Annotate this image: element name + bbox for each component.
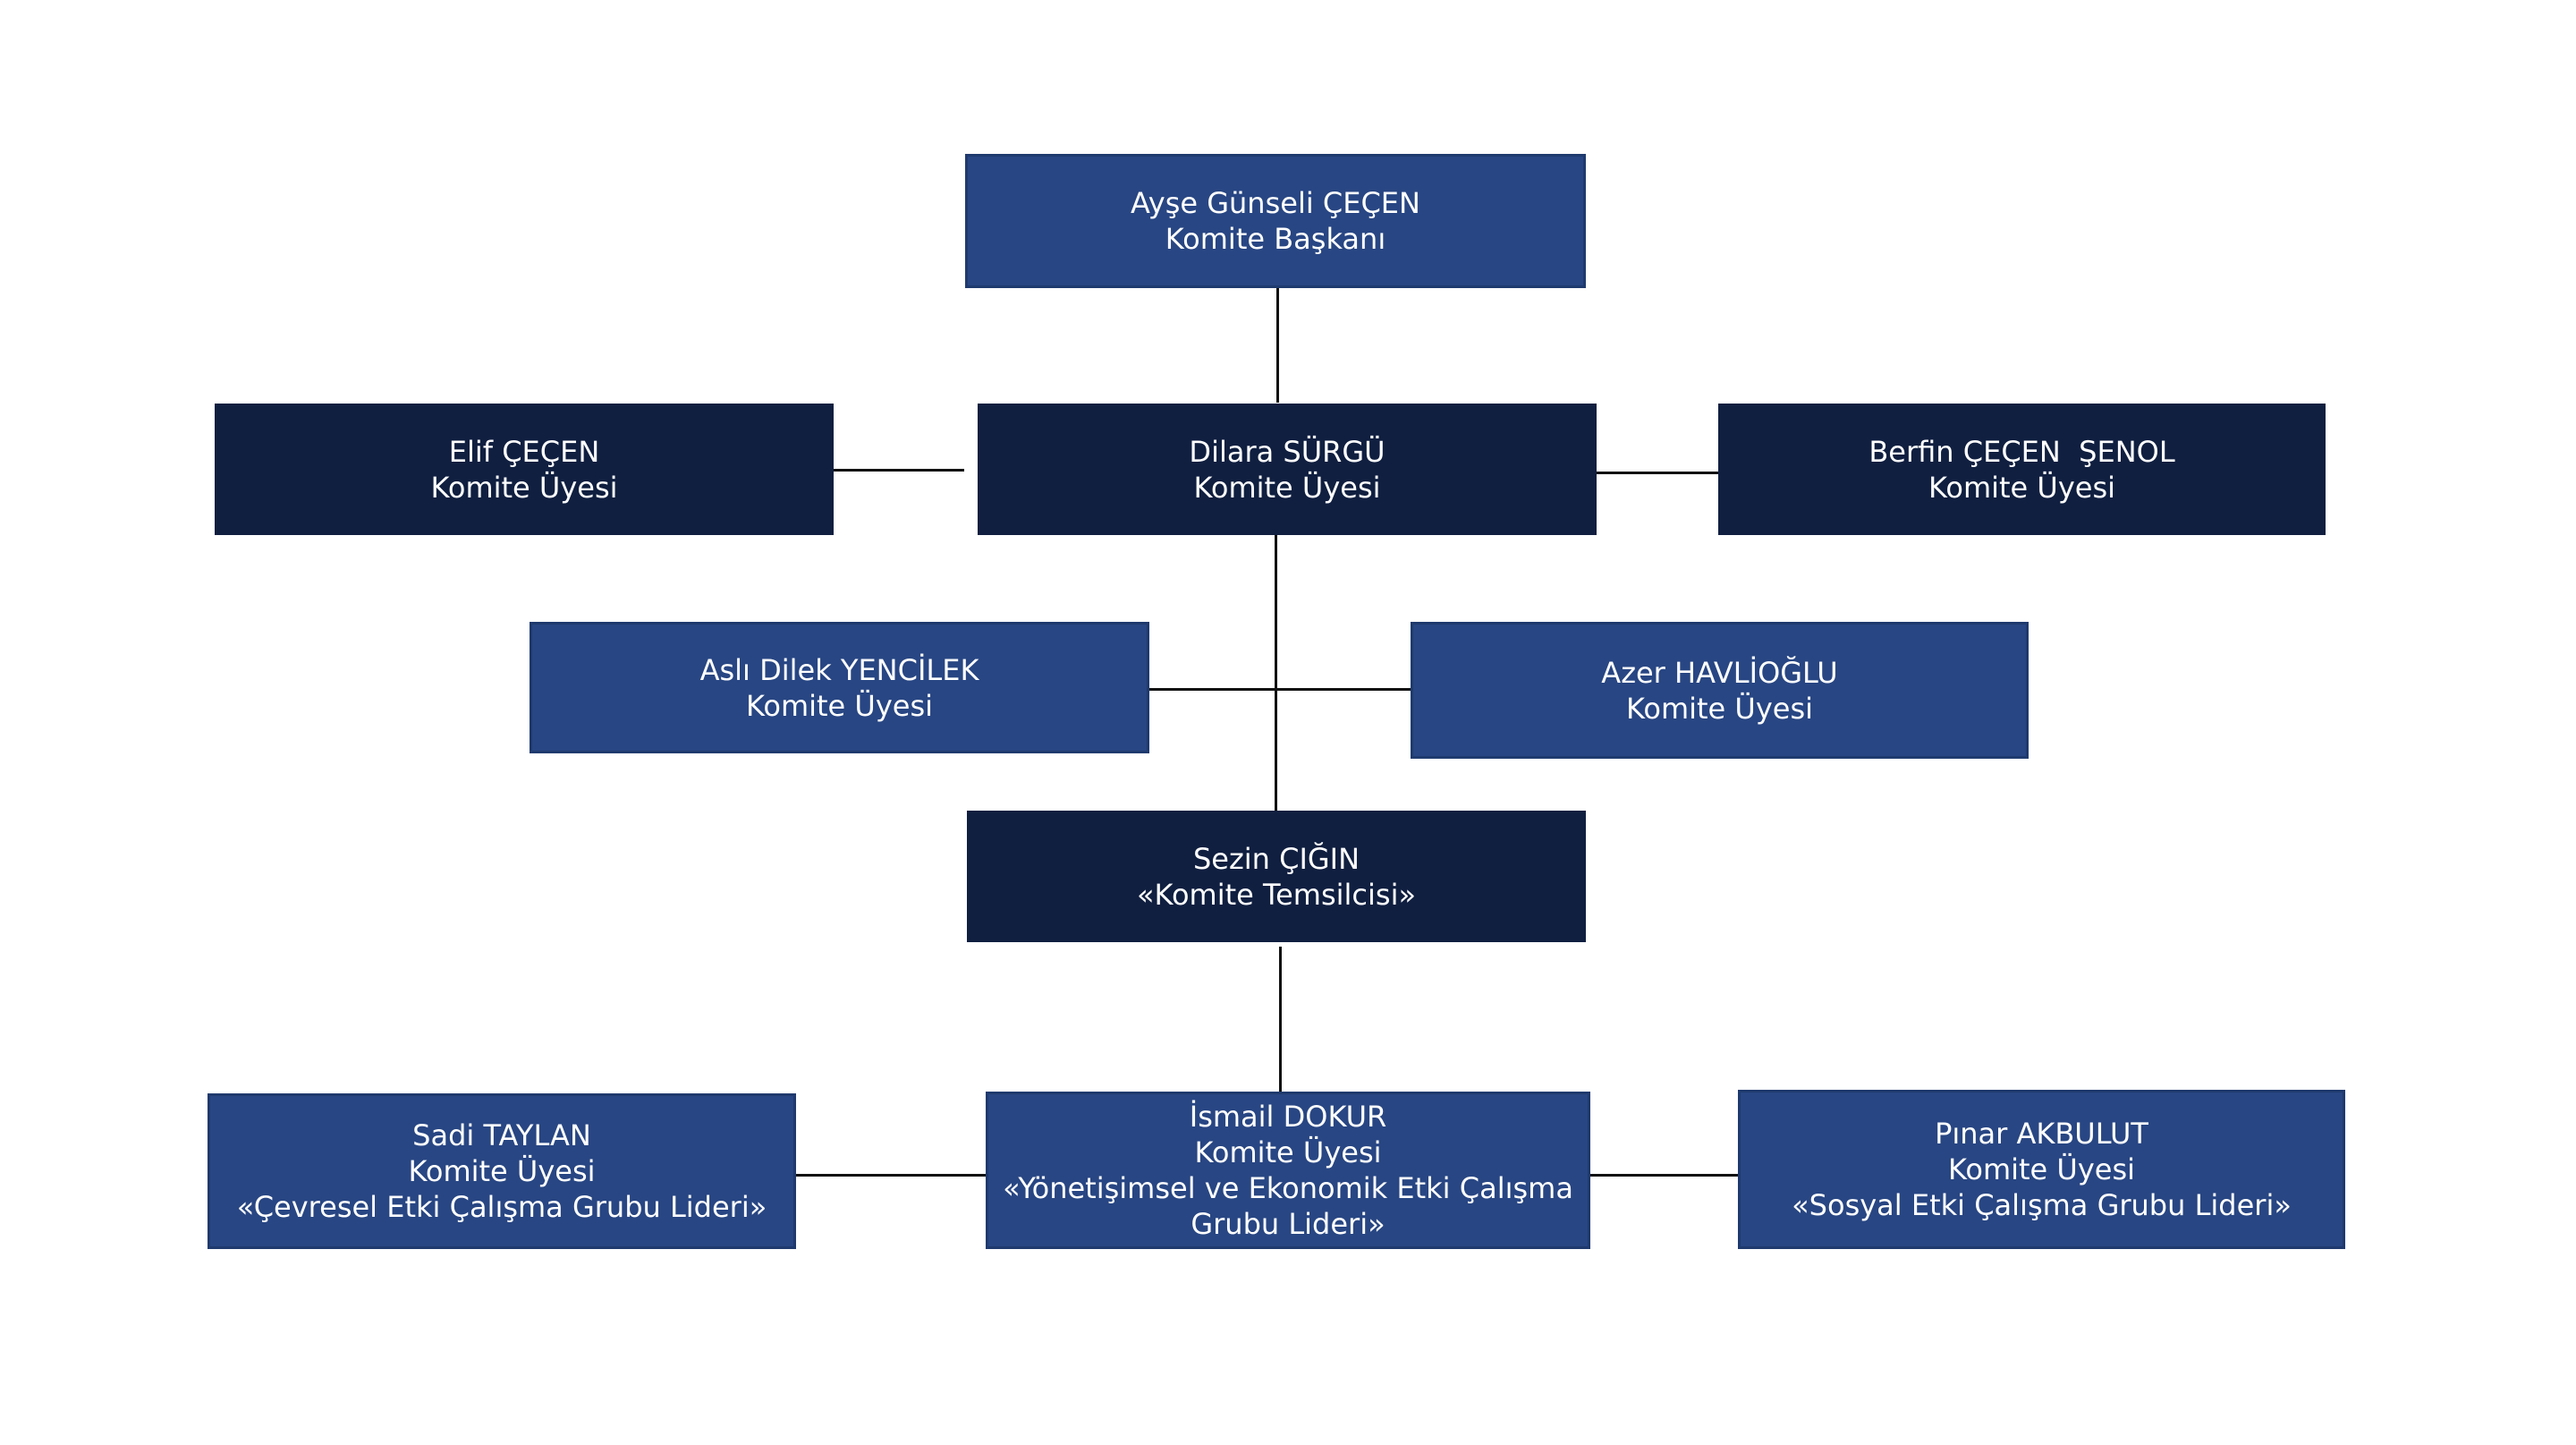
node-name: İsmail DOKUR — [1189, 1100, 1387, 1134]
node-ismail-dokur: İsmail DOKUR Komite Üyesi «Yönetişimsel … — [986, 1092, 1590, 1249]
node-role: Komite Üyesi — [1193, 470, 1381, 505]
node-name: Azer HAVLİOĞLU — [1601, 655, 1838, 690]
node-name: Elif ÇEÇEN — [448, 434, 600, 469]
node-role: Komite Başkanı — [1165, 222, 1386, 256]
node-name: Berfin ÇEÇEN ŞENOL — [1868, 434, 2175, 469]
node-dilara-surgu: Dilara SÜRGÜ Komite Üyesi — [978, 404, 1597, 535]
node-role: Komite Üyesi — [430, 470, 618, 505]
node-group-line-1: «Yönetişimsel ve Ekonomik Etki Çalışma — [1003, 1171, 1573, 1205]
connector-asli-to-azer — [1149, 688, 1411, 691]
node-role: Komite Üyesi — [745, 688, 934, 723]
node-name: Pınar AKBULUT — [1935, 1117, 2148, 1151]
node-elif-cecen: Elif ÇEÇEN Komite Üyesi — [215, 404, 834, 535]
connector-dilara-to-sezin — [1275, 535, 1277, 811]
node-role: Komite Üyesi — [408, 1154, 596, 1188]
node-committee-chair: Ayşe Günseli ÇEÇEN Komite Başkanı — [965, 154, 1586, 288]
node-role: «Komite Temsilcisi» — [1136, 877, 1417, 912]
node-name: Ayşe Günseli ÇEÇEN — [1131, 186, 1420, 220]
connector-sezin-to-ismail — [1279, 947, 1282, 1092]
node-name: Sezin ÇIĞIN — [1192, 841, 1360, 876]
connector-chair-to-dilara — [1276, 286, 1279, 403]
connector-dilara-to-berfin — [1588, 472, 1718, 474]
node-name: Dilara SÜRGÜ — [1189, 434, 1385, 469]
node-group: «Sosyal Etki Çalışma Grubu Lideri» — [1792, 1188, 2292, 1222]
node-pinar-akbulut: Pınar AKBULUT Komite Üyesi «Sosyal Etki … — [1738, 1090, 2345, 1249]
node-asli-dilek-yencilek: Aslı Dilek YENCİLEK Komite Üyesi — [530, 622, 1149, 753]
node-name: Sadi TAYLAN — [412, 1118, 591, 1152]
node-group-line-2: Grubu Lideri» — [1191, 1207, 1385, 1241]
connector-sadi-to-ismail — [796, 1174, 986, 1177]
node-role: Komite Üyesi — [1194, 1135, 1382, 1169]
node-sadi-taylan: Sadi TAYLAN Komite Üyesi «Çevresel Etki … — [208, 1093, 796, 1249]
node-azer-havlioglu: Azer HAVLİOĞLU Komite Üyesi — [1411, 622, 2029, 759]
node-sezin-cigin: Sezin ÇIĞIN «Komite Temsilcisi» — [967, 811, 1586, 942]
node-role: Komite Üyesi — [1625, 691, 1814, 726]
node-role: Komite Üyesi — [1947, 1152, 2136, 1186]
connector-ismail-to-pinar — [1590, 1174, 1738, 1177]
node-role: Komite Üyesi — [1928, 470, 2116, 505]
node-name: Aslı Dilek YENCİLEK — [699, 652, 979, 687]
node-group: «Çevresel Etki Çalışma Grubu Lideri» — [236, 1190, 767, 1224]
node-berfin-cecen-senol: Berfin ÇEÇEN ŞENOL Komite Üyesi — [1718, 404, 2326, 535]
connector-elif-to-dilara — [834, 469, 964, 472]
